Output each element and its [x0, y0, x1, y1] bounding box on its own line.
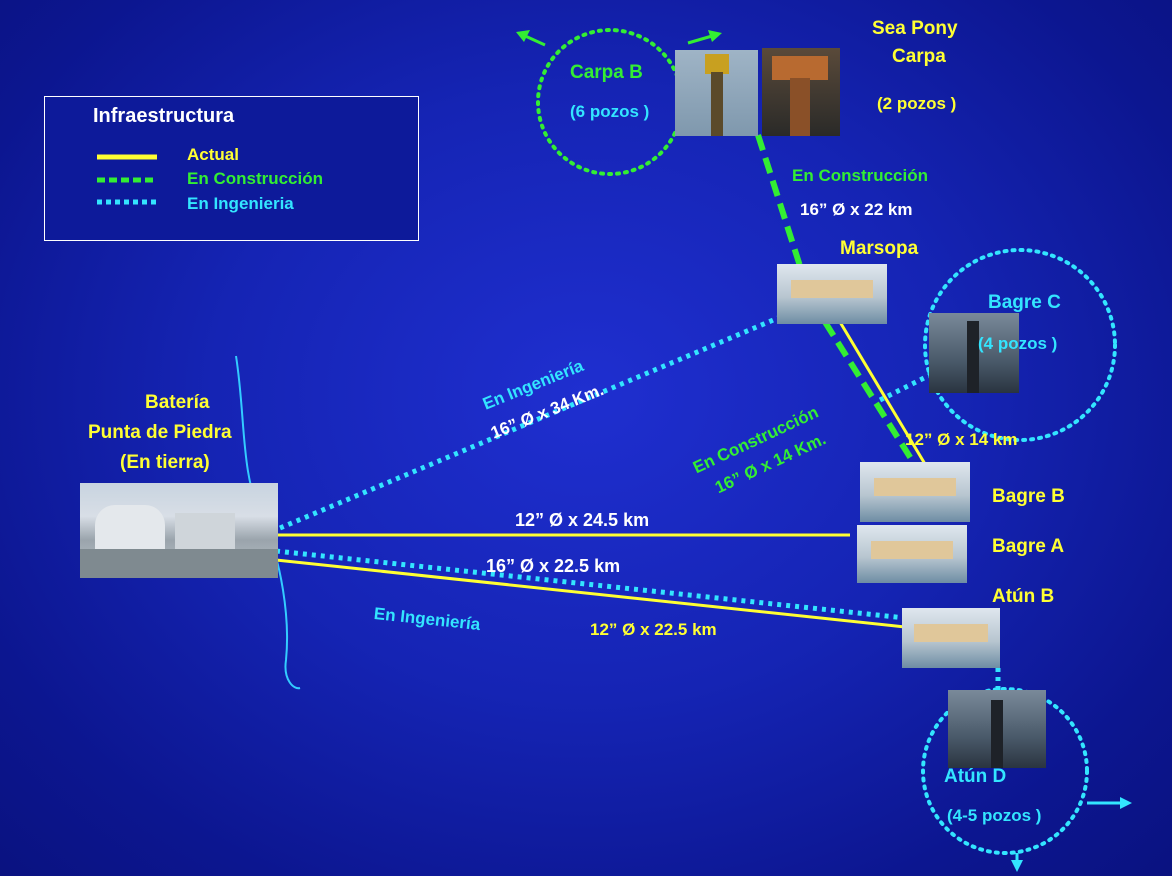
engineering-pipelines — [275, 315, 1001, 690]
sea-pony-label-line2: Carpa — [892, 46, 946, 67]
bagre-c-area-circle — [923, 248, 1117, 442]
marsopa-label: Marsopa — [840, 238, 919, 259]
carpa-b-wells: (6 pozos ) — [570, 102, 650, 121]
bateria-bagre-a-spec: 12” Ø x 24.5 km — [515, 510, 650, 530]
carpa-marsopa-spec: 16” Ø x 22 km — [800, 200, 913, 219]
construction-pipelines — [755, 134, 918, 467]
bateria-atun-eng-spec: 16” Ø x 22.5 km — [486, 556, 621, 576]
sea-pony-wells: (2 pozos ) — [877, 94, 957, 113]
bateria-atun-actual-spec: 12” Ø x 22.5 km — [590, 620, 717, 639]
bagre-a-platform-photo — [857, 525, 967, 583]
sea-pony-platform-photo — [762, 48, 840, 136]
bagre-c-wells: (4 pozos ) — [978, 334, 1058, 353]
marsopa-platform-photo — [777, 264, 887, 324]
bagre-c-label: Bagre C — [988, 292, 1061, 313]
atun-d-area-circle — [921, 687, 1089, 855]
bateria-label-line2: Punta de Piedra — [88, 422, 232, 443]
carpa-b-label: Carpa B — [570, 62, 643, 83]
expansion-arrows — [516, 30, 1132, 872]
atun-b-platform-photo — [902, 608, 1000, 668]
sea-pony-label-line1: Sea Pony — [872, 18, 958, 39]
legend-swatches — [97, 154, 157, 205]
legend-item-engineering: En Ingenieria — [187, 194, 294, 213]
carpa-marsopa-status: En Construcción — [792, 166, 929, 185]
actual-pipelines — [272, 321, 927, 629]
carpa-b-platform-photo — [675, 50, 758, 136]
bagre-b-platform-photo — [860, 462, 970, 522]
bagre-a-label: Bagre A — [992, 536, 1065, 557]
bagre-b-label: Bagre B — [992, 486, 1065, 507]
bateria-label-line1: Batería — [145, 392, 210, 413]
atun-d-wells: (4-5 pozos ) — [947, 806, 1042, 825]
atun-d-platform-photo — [948, 690, 1046, 768]
atun-b-label: Atún B — [992, 586, 1055, 607]
marsopa-bagre-actual-spec: 12” Ø x 14 km — [905, 430, 1018, 449]
atun-d-label: Atún D — [944, 766, 1007, 787]
legend-item-construction: En Construcción — [187, 169, 324, 188]
legend-box: Infraestructura Actual En Construcción E… — [44, 96, 419, 241]
legend-title: Infraestructura — [93, 105, 235, 127]
bateria-label-line3: (En tierra) — [120, 452, 210, 473]
bagre-c-platform-photo — [929, 313, 1019, 393]
bateria-plant-photo — [80, 483, 278, 578]
legend-item-actual: Actual — [187, 145, 239, 164]
